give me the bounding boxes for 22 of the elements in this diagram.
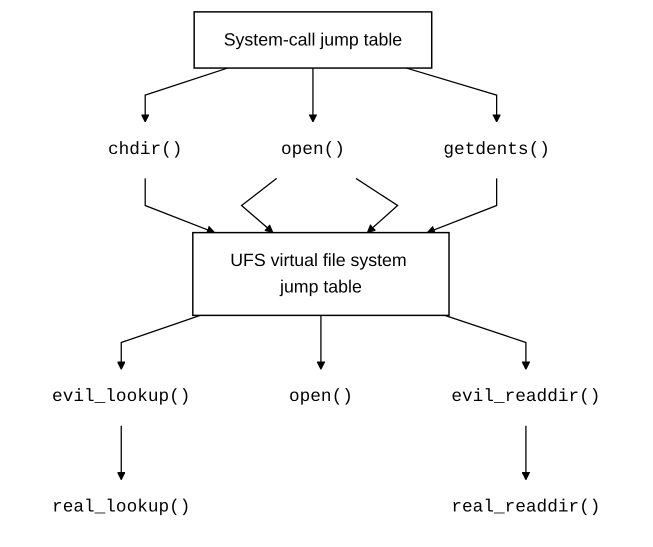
- arrow: [406, 66, 502, 122]
- arrow: [356, 177, 399, 232]
- node-box: System-call jump table: [194, 10, 433, 68]
- node-text: open(): [289, 386, 354, 407]
- arrow: [522, 425, 530, 480]
- node-text: getdents(): [444, 139, 550, 160]
- arrow: [141, 66, 228, 122]
- arrow: [117, 425, 126, 480]
- arrow: [144, 178, 216, 234]
- arrow: [426, 178, 498, 234]
- node-text: evil_readdir(): [452, 386, 601, 407]
- node-box: UFS virtual file system jump table: [192, 231, 450, 316]
- node-text: open(): [281, 139, 346, 160]
- arrow: [308, 68, 318, 122]
- arrow: [316, 314, 326, 370]
- arrow: [444, 314, 530, 370]
- node-text: real_readdir(): [452, 497, 601, 517]
- arrow: [240, 177, 278, 232]
- node-text: real_lookup(): [52, 497, 191, 517]
- arrow: [117, 314, 201, 370]
- node-text: evil_lookup(): [52, 386, 191, 407]
- node-text: chdir(): [108, 139, 183, 160]
